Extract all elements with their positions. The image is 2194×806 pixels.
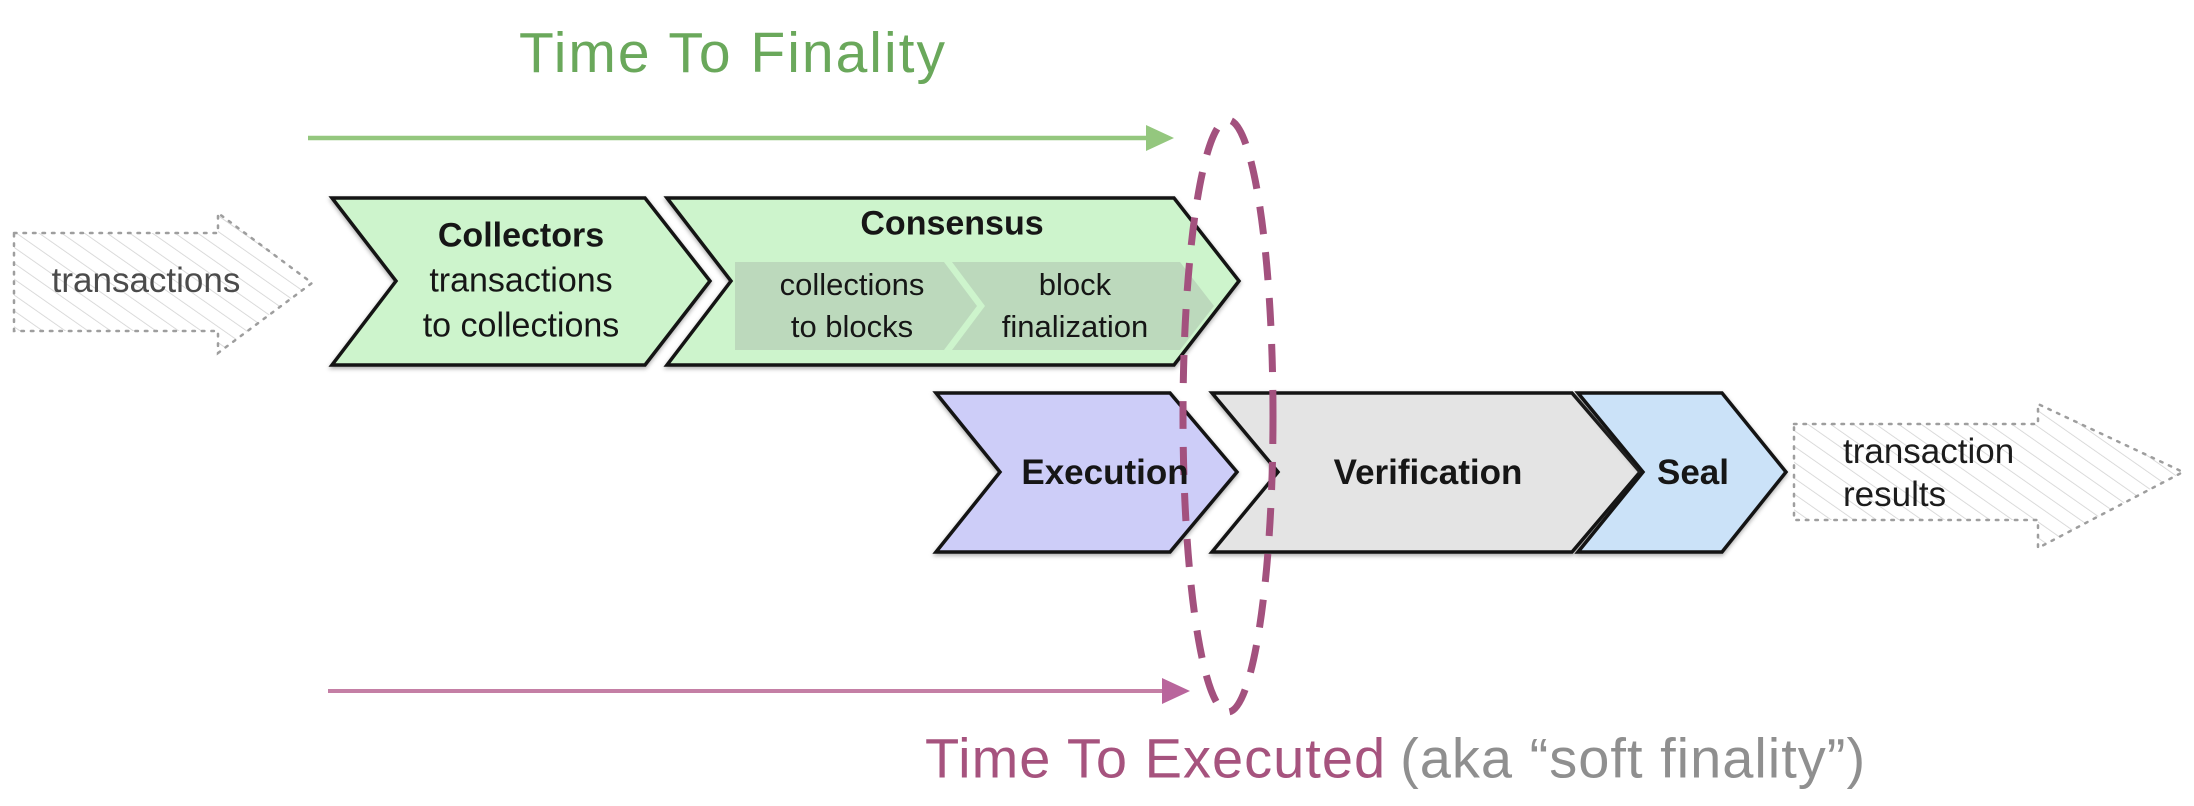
collections-to-blocks-line1: collections (779, 267, 925, 302)
time-to-finality-title: Time To Finality (519, 21, 947, 85)
executed-arrow-head (1162, 678, 1190, 704)
transaction-results-output-arrow (1792, 402, 2186, 551)
consensus-title: Consensus (860, 204, 1044, 243)
soft-finality-ellipse (1179, 116, 1277, 716)
seal-label: Seal (1657, 453, 1729, 492)
verification-chevron (1208, 391, 1643, 554)
finality-arrow-head (1146, 125, 1174, 151)
transaction-results-label: transaction results (1843, 430, 2014, 516)
soft-finality-note: (aka “soft finality”) (1400, 726, 1867, 790)
transaction-results-line1: transaction (1843, 432, 2015, 471)
collectors-label: Collectors transactions to collections (423, 214, 620, 349)
time-to-executed-primary: Time To Executed (925, 726, 1387, 790)
seal-chevron (1574, 391, 1789, 554)
collections-to-blocks-line2: to blocks (790, 309, 914, 344)
block-finalization-label: block finalization (1002, 264, 1148, 348)
collectors-line1: transactions (429, 261, 613, 300)
transactions-label: transactions (51, 261, 241, 300)
block-finalization-line1: block (1038, 267, 1112, 302)
verification-label: Verification (1333, 453, 1523, 492)
collectors-chevron (328, 196, 713, 367)
collections-to-blocks-label: collections to blocks (780, 264, 925, 348)
block-finalization-subchevron (952, 262, 1214, 350)
transactions-input-arrow (12, 210, 315, 356)
collections-to-blocks-subchevron (735, 262, 977, 350)
time-to-executed-title: Time To Executed(aka “soft finality”) (925, 726, 1866, 791)
execution-chevron (932, 391, 1240, 554)
execution-label: Execution (1021, 453, 1189, 492)
collectors-title: Collectors (437, 216, 605, 255)
block-finalization-line2: finalization (1001, 309, 1149, 344)
collectors-line2: to collections (422, 306, 620, 345)
transaction-results-line2: results (1843, 475, 1947, 514)
